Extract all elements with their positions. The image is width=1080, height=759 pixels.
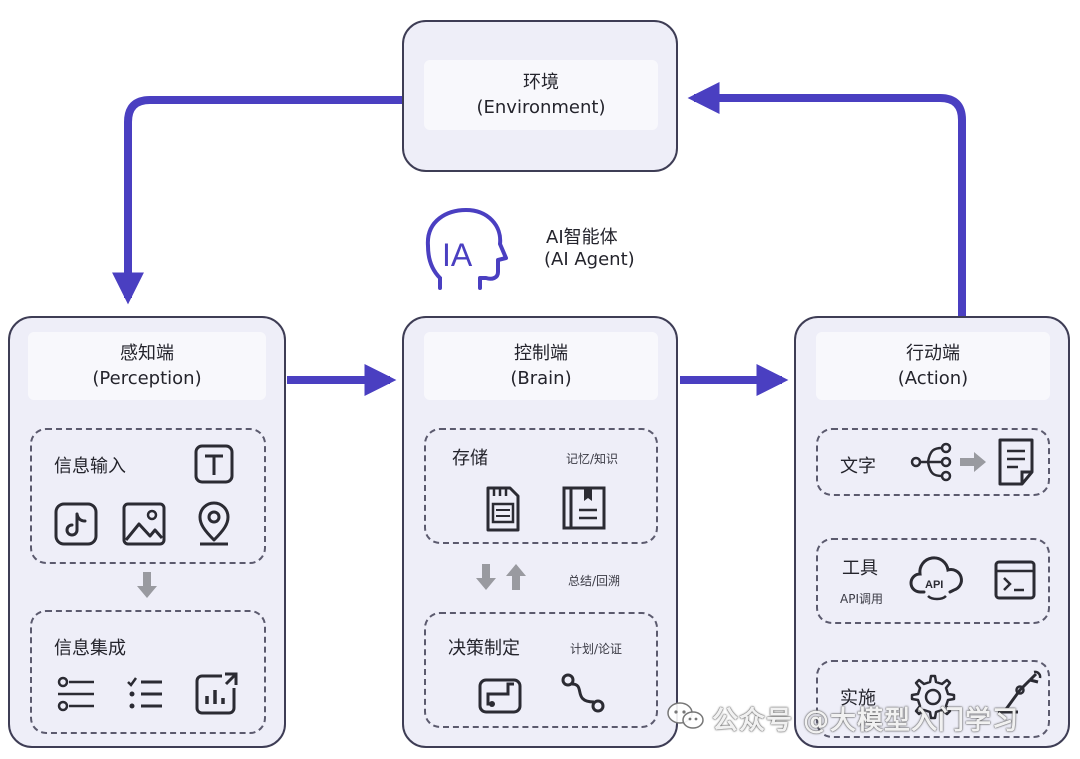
right-arrow-icon [960, 452, 986, 472]
terminal-icon [994, 560, 1036, 600]
perception-subtitle: (Perception) [92, 368, 202, 389]
document-icon [998, 438, 1034, 486]
implement-box [816, 660, 1050, 738]
location-pin-icon [198, 501, 230, 546]
brain-title: 控制端 [514, 343, 568, 364]
brain-header: 控制端 (Brain) [424, 332, 658, 400]
environment-title: 环境 [523, 72, 559, 93]
robot-arm-icon [998, 670, 1042, 714]
ai-head-icon: IA [425, 208, 508, 290]
book-icon [562, 486, 606, 530]
watermark: 公众号 @大模型入门学习 [712, 706, 1020, 736]
agent-subtitle: (AI Agent) [544, 249, 635, 270]
decision-label: 决策制定 [448, 638, 520, 659]
implement-label: 实施 [840, 688, 876, 709]
summary-note: 总结/回溯 [568, 574, 621, 588]
gear-icon [910, 674, 956, 720]
agent-title: AI智能体 [546, 227, 618, 248]
information-input-box [30, 428, 266, 564]
text-icon [194, 444, 234, 484]
action-title: 行动端 [906, 343, 960, 364]
api-cloud-text: API [925, 579, 943, 591]
network-icon [910, 442, 952, 482]
information-integration-label: 信息集成 [54, 638, 126, 659]
brain-card: 控制端 (Brain) [402, 316, 678, 748]
environment-subtitle: (Environment) [476, 97, 606, 118]
flow-path-icon [478, 678, 522, 714]
information-input-label: 信息输入 [54, 456, 126, 477]
brain-subtitle: (Brain) [510, 368, 572, 389]
decision-note: 计划/论证 [570, 642, 623, 656]
action-header: 行动端 (Action) [816, 332, 1050, 400]
image-icon [122, 502, 166, 546]
perception-header: 感知端 (Perception) [28, 332, 266, 400]
decision-box [424, 612, 658, 728]
information-integration-box [30, 610, 266, 734]
arrow-action-to-environment [687, 82, 966, 316]
down-arrow-icon [137, 572, 157, 598]
sd-card-icon [486, 486, 520, 532]
tools-label: 工具 [842, 558, 878, 579]
text-output-label: 文字 [840, 456, 876, 477]
ai-logo-text: IA [442, 237, 473, 273]
sliders-icon [57, 676, 94, 712]
tiktok-icon [54, 502, 98, 546]
bar-chart-icon [195, 672, 238, 715]
wechat-icon [667, 702, 704, 729]
perception-title: 感知端 [120, 343, 174, 364]
action-subtitle: (Action) [897, 368, 969, 389]
down-up-arrows-icon [476, 564, 526, 590]
checklist-icon [127, 677, 162, 709]
environment-card: 环境 (Environment) [402, 20, 678, 172]
route-icon [561, 673, 605, 713]
storage-label: 存储 [452, 448, 488, 469]
environment-header: 环境 (Environment) [424, 60, 658, 130]
storage-box [424, 428, 658, 544]
tools-note: API调用 [840, 592, 883, 606]
api-cloud-icon: API [909, 556, 963, 601]
arrow-environment-to-perception [112, 96, 402, 305]
text-output-box [816, 428, 1050, 496]
tools-box [816, 538, 1050, 624]
storage-note: 记忆/知识 [566, 452, 619, 466]
